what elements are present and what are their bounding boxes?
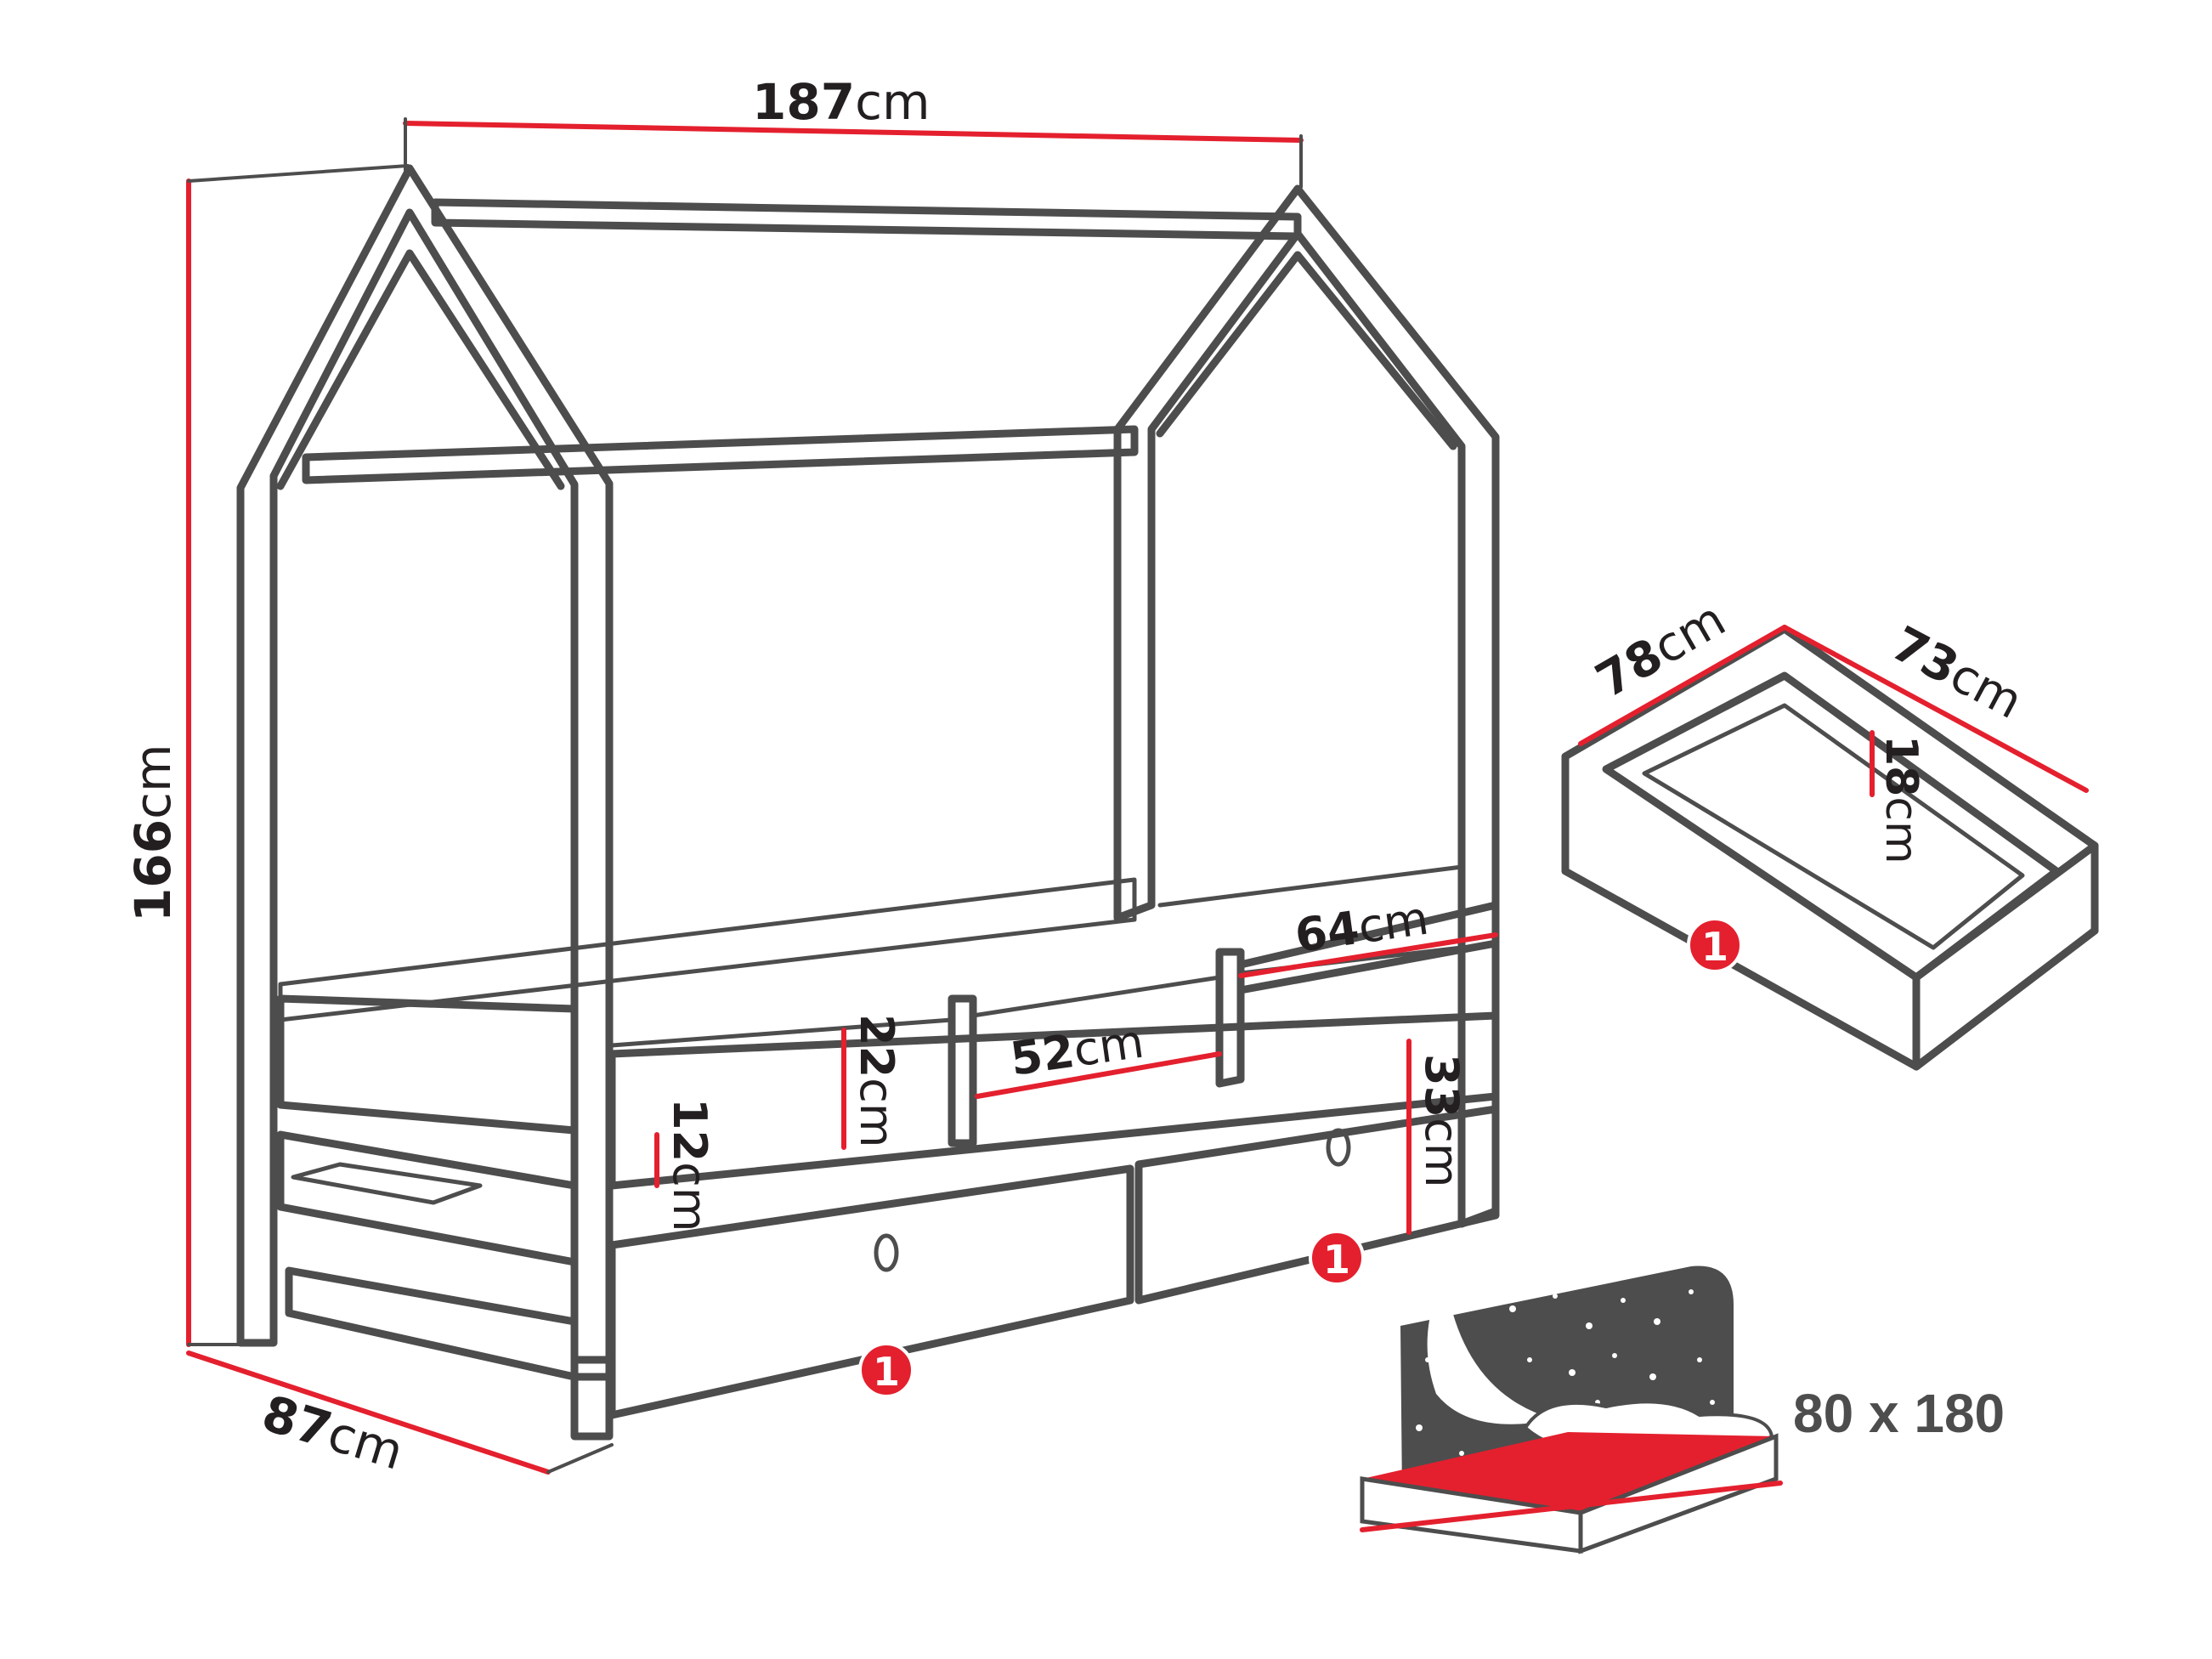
drawer-right-front	[1134, 1105, 1500, 1305]
label-height: 166cm	[124, 745, 182, 922]
dimension-lines	[186, 117, 2089, 1475]
back-gable-inner	[1156, 251, 1457, 450]
dim-depth-line	[186, 1350, 551, 1475]
lower-plinth	[285, 1266, 579, 1381]
front-side-board	[276, 994, 579, 1135]
dim-barrier-length-line	[1238, 932, 1498, 978]
foot-slat	[291, 1162, 483, 1205]
dim-length-line	[403, 121, 1304, 143]
label-barrier-length: 64cm	[1292, 892, 1432, 963]
label-barrier-height: 22cm	[850, 1014, 903, 1147]
house-bed	[236, 164, 1500, 1441]
ridge-beam	[431, 198, 1302, 241]
mattress-illustration: 80 x 180	[1360, 1265, 2005, 1554]
svg-text:1: 1	[1323, 1237, 1350, 1282]
drawer-badge: 1	[1687, 917, 1743, 973]
dim-drawer-depth-line	[1782, 625, 2089, 793]
long-side-board	[608, 1011, 1500, 1190]
svg-text:1: 1	[1701, 924, 1728, 970]
drawer-inner-floor	[1642, 703, 2025, 950]
front-gable-outer	[236, 164, 614, 1381]
label-lip: 12cm	[663, 1098, 716, 1232]
mattress-top	[1362, 1432, 1776, 1513]
label-length: 187cm	[752, 73, 930, 131]
label-drawer-height: 18cm	[1875, 735, 1926, 864]
drawer-left-handle	[874, 1233, 899, 1272]
back-gable-outer	[1113, 184, 1500, 1228]
moon-shape	[1427, 1275, 1555, 1424]
front-badge-left: 1	[858, 1342, 914, 1398]
head-panel-rail	[1157, 864, 1464, 908]
dim-gap-line	[975, 1051, 1222, 1099]
dimension-labels: 187cm 166cm 87cm 22cm 12cm 52cm 64cm 33c…	[124, 73, 2031, 1481]
front-gable-inner	[276, 249, 565, 490]
label-drawer-width: 78cm	[1587, 592, 1735, 709]
drawer-front-face	[1912, 841, 2099, 1071]
drawer-right-handle	[1326, 1128, 1351, 1167]
label-gap: 52cm	[1007, 1015, 1147, 1086]
mattress-dim-line	[1360, 1481, 1783, 1532]
stars	[1416, 1289, 1715, 1456]
back-panel-rail	[278, 877, 1137, 1022]
svg-text:1: 1	[873, 1349, 900, 1395]
guard-rail-left	[948, 994, 977, 1147]
label-drawer-front: 33cm	[1415, 1054, 1468, 1187]
front-badge-right: 1	[1309, 1230, 1365, 1286]
guard-rail-bar	[1236, 901, 1500, 994]
roof-side-beam	[302, 425, 1139, 484]
front-leg	[570, 1356, 614, 1441]
foot-board	[276, 1130, 579, 1266]
mattress-size-label: 80 x 180	[1793, 1383, 2005, 1444]
dim-drawer-width-line	[1578, 625, 1787, 746]
guard-rail-right	[1215, 948, 1245, 1088]
